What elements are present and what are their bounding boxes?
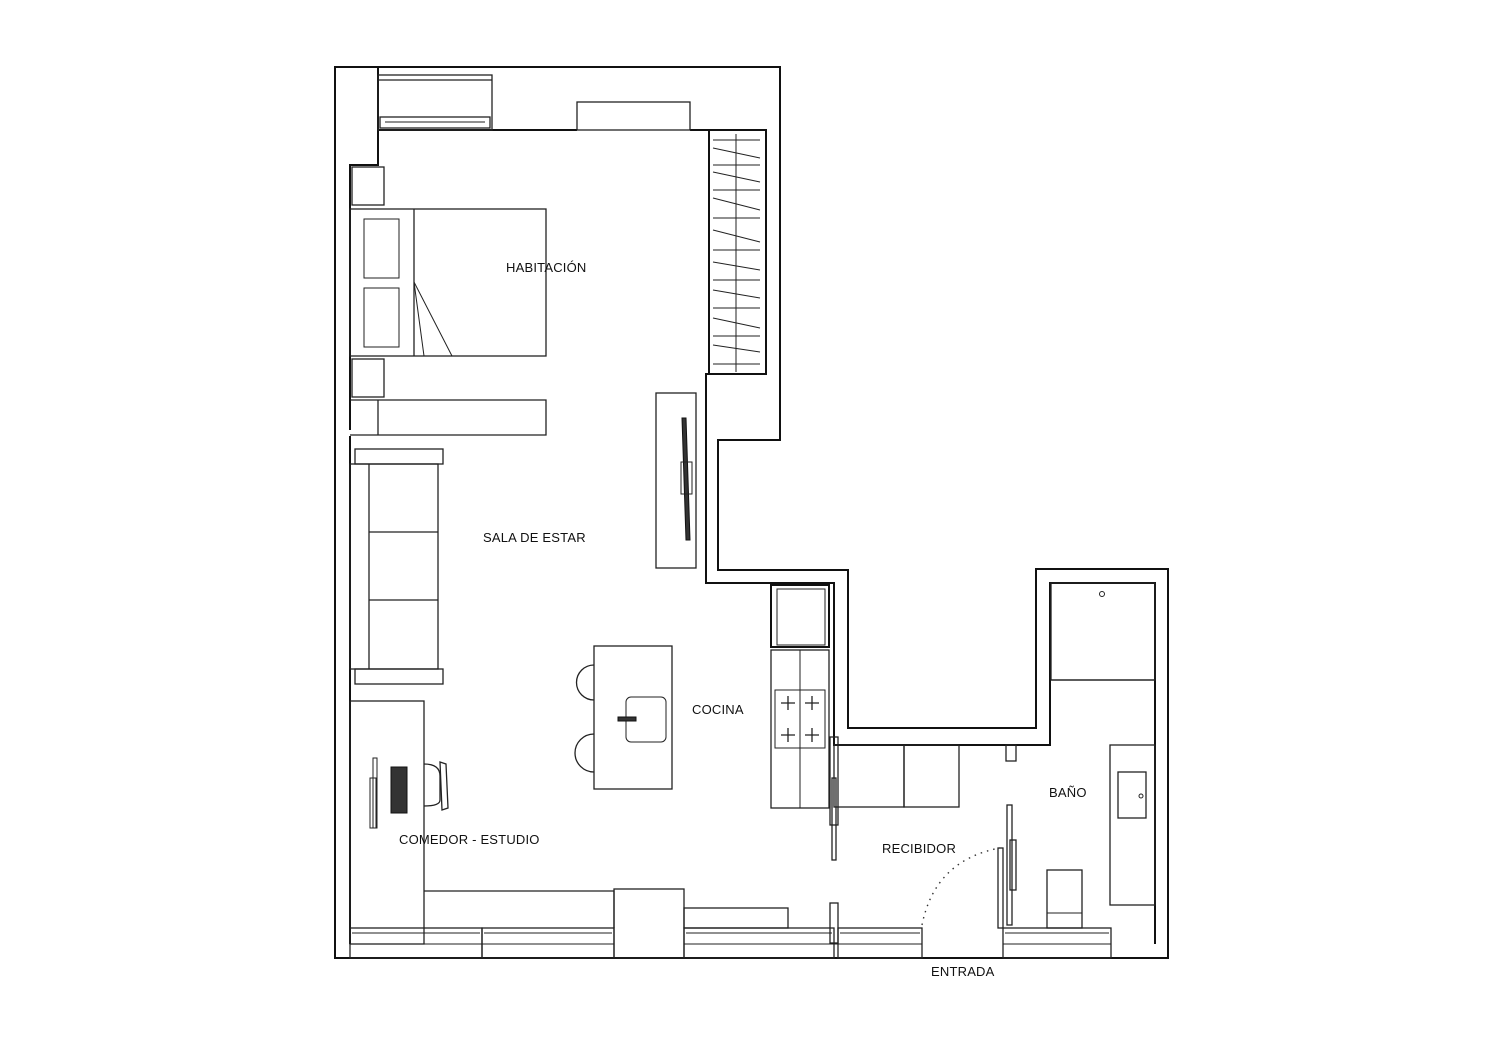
kitchen-island — [574, 645, 673, 790]
partition-shelf — [350, 399, 547, 436]
bathroom-fixtures — [1046, 582, 1156, 929]
bath-wall-stub — [1005, 744, 1017, 762]
bed — [349, 208, 547, 357]
entrance-label: ENTRADA — [931, 964, 995, 979]
nightstand-bottom — [351, 358, 385, 398]
wardrobe — [708, 129, 767, 375]
top-window — [377, 74, 493, 131]
bottom-windows — [349, 902, 1112, 959]
nightstand-top — [351, 166, 385, 206]
sliding-door-kitchen — [829, 736, 839, 861]
room-label-bano: BAÑO — [1049, 785, 1087, 800]
desk — [349, 700, 449, 945]
entry-door-swing — [921, 847, 1001, 926]
room-label-sala-de-estar: SALA DE ESTAR — [483, 530, 586, 545]
tv-unit — [655, 392, 697, 569]
column — [613, 888, 685, 959]
kitchen-counter — [770, 584, 960, 809]
sofa — [349, 448, 444, 685]
low-shelf — [683, 907, 789, 929]
room-label-habitacion: HABITACIÓN — [506, 260, 587, 275]
room-label-recibidor: RECIBIDOR — [882, 841, 957, 856]
exterior-walls — [334, 66, 1169, 959]
room-label-comedor-estudio: COMEDOR - ESTUDIO — [399, 832, 540, 847]
room-label-cocina: COCINA — [692, 702, 744, 717]
top-shelf — [576, 101, 691, 131]
bottom-bench — [424, 890, 615, 928]
sliding-door-bath — [997, 804, 1017, 929]
